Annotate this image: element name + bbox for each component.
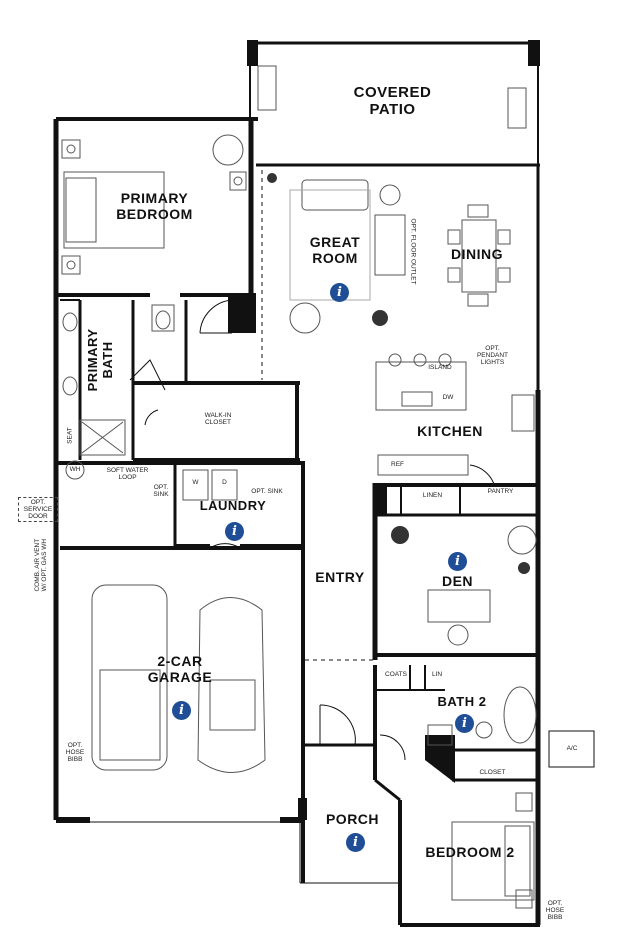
plants [267,173,530,574]
note-opt-floor-outlet: OPT. FLOOR OUTLET [409,218,417,285]
note-dw: DW [442,394,454,401]
label-bedroom-2: BEDROOM 2 [425,844,515,860]
note-island: ISLAND [428,364,452,371]
tub [503,686,537,744]
label-bath-2: BATH 2 [437,694,487,709]
truck [91,584,168,771]
note-ac: A/C [566,745,578,752]
label-primary-bedroom: PRIMARY BEDROOM [116,190,193,223]
primary-bed [63,171,165,249]
info-icon-den[interactable]: i [448,552,467,571]
kitchen-island [375,361,467,411]
note-combustion-vent: COMB. AIR VENT W/ OPT. GAS WH [33,538,48,592]
note-walk-in-closet: WALK-IN CLOSET [204,412,232,427]
sofa [301,179,369,211]
label-great-room: GREAT ROOM [309,234,361,267]
label-dining: DINING [451,246,503,262]
label-laundry: LAUNDRY [199,498,267,513]
car [197,597,266,773]
walls [53,40,595,927]
note-opt-hose-bibb-left: OPT. HOSE BIBB [65,742,85,764]
label-entry: ENTRY [315,569,365,585]
dining-table [461,219,497,293]
note-coats: COATS [385,671,407,678]
note-w: W [192,479,199,486]
note-linen: LINEN [422,492,443,499]
doors [129,299,496,761]
note-opt-sink-2: OPT. SINK [251,488,283,495]
label-kitchen: KITCHEN [417,423,483,439]
note-soft-water-loop: SOFT WATER LOOP [106,467,149,482]
lounge-chair [289,302,321,334]
note-opt-hose-bibb-right: OPT. HOSE BIBB [545,900,565,922]
armchair [212,134,244,166]
note-d: D [222,479,227,486]
info-icon-bath-2[interactable]: i [455,714,474,733]
label-covered-patio: COVERED PATIO [353,84,432,119]
bed-2 [451,821,535,901]
fixtures [61,65,537,909]
label-den: DEN [441,573,474,589]
note-ref: REF [391,461,404,468]
note-opt-service-door: OPT. SERVICE DOOR [18,497,58,523]
den-desk [427,589,491,623]
note-lin: LIN [431,671,443,678]
note-wh: WH [69,466,81,473]
note-pantry: PANTRY [487,488,514,495]
info-icon-laundry[interactable]: i [225,522,244,541]
info-icon-great-room[interactable]: i [330,283,349,302]
note-opt-sink-1: OPT. SINK [153,484,169,499]
note-closet: CLOSET [479,769,506,776]
label-garage: 2-CAR GARAGE [147,653,213,686]
info-icon-porch[interactable]: i [346,833,365,852]
note-seat: SEAT [66,427,74,444]
info-icon-garage[interactable]: i [172,701,191,720]
note-opt-pendant-lights: OPT. PENDANT LIGHTS [476,345,509,367]
label-porch: PORCH [325,811,380,827]
coffee-table [289,189,371,301]
label-primary-bath: PRIMARY BATH [85,328,115,392]
